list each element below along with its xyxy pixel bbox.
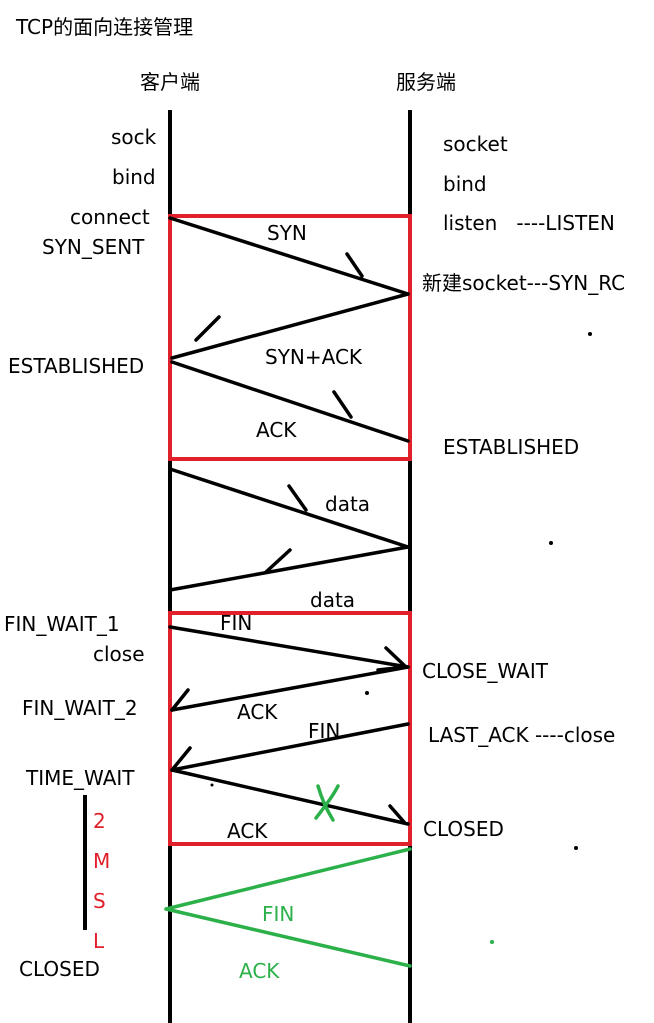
handshake-box — [168, 214, 412, 461]
server-bind: bind — [443, 172, 487, 196]
msg-ack-retry: ACK — [239, 959, 280, 983]
server-listen: listen ----LISTEN — [443, 211, 615, 235]
fin-arrow-2 — [170, 722, 410, 772]
msg-syn: SYN — [267, 221, 307, 245]
stray-dot-green — [490, 940, 494, 944]
stray-dots — [210, 332, 592, 850]
server-header: 服务端 — [396, 70, 456, 94]
client-established: ESTABLISHED — [8, 354, 144, 378]
msg-ack-3: ACK — [227, 819, 268, 843]
syn-arrow — [168, 216, 410, 296]
client-header: 客户端 — [140, 70, 200, 94]
client-fin-wait-1: FIN_WAIT_1 — [4, 612, 120, 636]
client-time-wait: TIME_WAIT — [25, 766, 135, 790]
client-sock: sock — [111, 125, 157, 149]
msl-letter-m: M — [93, 849, 110, 873]
ack-arrow-1 — [170, 360, 410, 443]
data-arrow-2 — [168, 545, 410, 592]
msg-ack-2: ACK — [237, 700, 278, 724]
msl-letter-2: 2 — [93, 809, 106, 833]
client-bind: bind — [112, 165, 156, 189]
msg-data-1: data — [325, 492, 370, 516]
teardown-box — [168, 611, 412, 846]
client-syn-sent: SYN_SENT — [42, 235, 145, 259]
server-closed: CLOSED — [423, 817, 504, 841]
client-close: close — [93, 642, 145, 666]
server-new-socket: 新建socket---SYN_RC — [422, 271, 625, 295]
ack-retry-arrow — [164, 907, 412, 968]
server-socket: socket — [443, 132, 508, 156]
msg-ack-1: ACK — [256, 418, 297, 442]
client-fin-wait-2: FIN_WAIT_2 — [22, 696, 138, 720]
msl-letter-s: S — [93, 889, 106, 913]
diagram-title: TCP的面向连接管理 — [15, 15, 193, 39]
fin-retry-arrow — [164, 847, 412, 911]
msg-fin-retry: FIN — [262, 902, 294, 926]
syn-ack-arrow — [170, 292, 410, 360]
ack-arrow-3 — [170, 768, 410, 826]
client-closed: CLOSED — [19, 957, 100, 981]
ack-arrow-2 — [170, 665, 410, 712]
client-connect: connect — [70, 205, 150, 229]
fin-arrow-1 — [168, 625, 410, 672]
lost-ack-cross — [314, 784, 340, 822]
msg-data-2: data — [310, 588, 355, 612]
msg-syn-ack: SYN+ACK — [265, 345, 363, 369]
server-established: ESTABLISHED — [443, 435, 579, 459]
msl-letter-l: L — [93, 929, 105, 953]
msg-fin-2: FIN — [308, 719, 340, 743]
msg-fin-1: FIN — [220, 611, 252, 635]
data-arrow-1 — [168, 467, 410, 549]
server-last-ack: LAST_ACK ----close — [428, 723, 615, 747]
server-close-wait: CLOSE_WAIT — [422, 659, 549, 683]
